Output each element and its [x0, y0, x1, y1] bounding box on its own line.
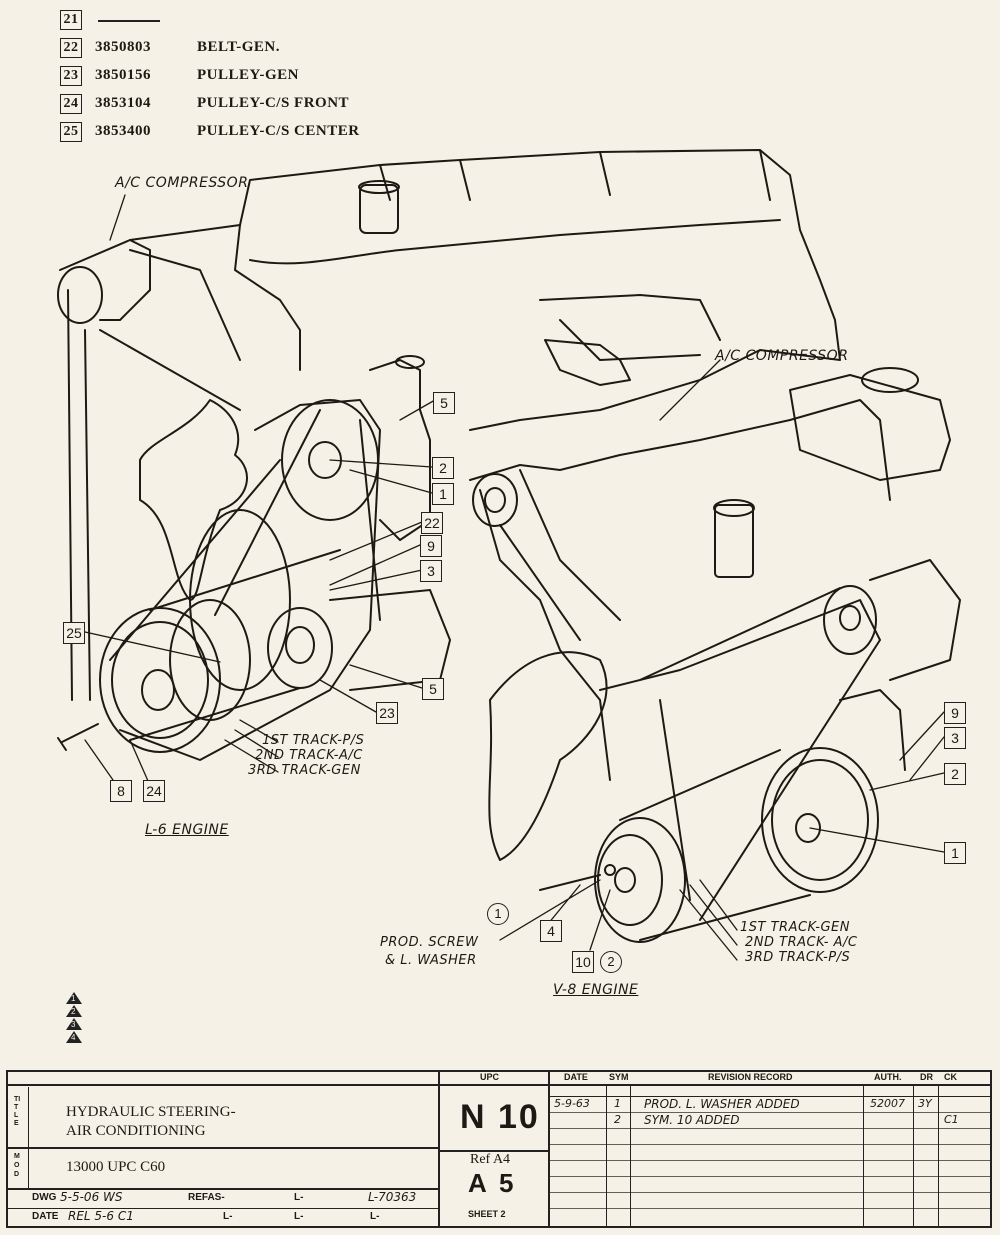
- revision-triangle-icon: 2: [66, 1005, 82, 1017]
- dwg-label: DWG: [32, 1192, 57, 1203]
- callout-tag: 3: [420, 560, 442, 582]
- rev-record: PROD. L. WASHER ADDED: [644, 1097, 800, 1111]
- part-number: 3853104: [95, 95, 151, 111]
- l6-engine-outline: [57, 149, 841, 761]
- callout-tag: 9: [420, 535, 442, 557]
- part-description: PULLEY-C/S CENTER: [197, 123, 360, 139]
- ref-value: A 5: [468, 1168, 517, 1198]
- engine-belt-drawing: [57, 149, 961, 961]
- v8-engine-label: V-8 ENGINE: [553, 982, 639, 998]
- part-description: PULLEY-C/S FRONT: [197, 95, 350, 111]
- rev-auth-header: AUTH.: [874, 1072, 902, 1082]
- l6-track-3: 3RD TRACK-GEN: [248, 763, 361, 778]
- rev-ck-header: CK: [944, 1072, 957, 1082]
- v8-track-1: 1ST TRACK-GEN: [740, 920, 850, 935]
- callout-tag: 4: [540, 920, 562, 942]
- callout-tag: 8: [110, 780, 132, 802]
- l-field-number: L-70363: [368, 1190, 417, 1204]
- rev-ck: C1: [944, 1113, 959, 1126]
- part-ref-number: 24: [60, 94, 82, 114]
- callout-tag: 10: [572, 951, 594, 973]
- l-field: L-: [223, 1211, 233, 1222]
- title-line-1: HYDRAULIC STEERING-: [66, 1104, 236, 1120]
- l-field: L-: [294, 1211, 304, 1222]
- rev-record: SYM. 10 ADDED: [644, 1113, 740, 1127]
- model-marker: MOD: [14, 1153, 20, 1178]
- rev-dr: 3Y: [918, 1097, 932, 1110]
- callout-tag: 25: [63, 622, 85, 644]
- upc-value: N 10: [460, 1098, 540, 1136]
- l-field: L-: [294, 1192, 304, 1203]
- title-marker: TITLE: [14, 1096, 21, 1127]
- callout-tag: 5: [433, 392, 455, 414]
- part-number: 3853400: [95, 123, 151, 139]
- circled-callout: 1: [487, 903, 509, 925]
- l6-engine-label: L-6 ENGINE: [145, 822, 229, 838]
- date-label: DATE: [32, 1211, 59, 1222]
- v8-track-3: 3RD TRACK-P/S: [745, 950, 851, 965]
- rev-date-header: DATE: [564, 1072, 588, 1082]
- callout-tag: 2: [944, 763, 966, 785]
- rev-auth: 52007: [870, 1097, 905, 1110]
- part-description: BELT-GEN.: [197, 39, 281, 55]
- revision-triangle-icon: 3: [66, 1018, 82, 1030]
- title-line-2: AIR CONDITIONING: [66, 1123, 206, 1139]
- callout-tag: 22: [421, 512, 443, 534]
- callout-tag: 3: [944, 727, 966, 749]
- part-ref-number: 23: [60, 66, 82, 86]
- rev-sym: 1: [614, 1097, 621, 1110]
- l-field: L-: [370, 1211, 380, 1222]
- part-number: 3850156: [95, 67, 151, 83]
- prod-screw-label: PROD. SCREW: [380, 935, 479, 950]
- part-blank-dash: [98, 20, 160, 22]
- revision-triangle-icon: 1: [66, 992, 82, 1004]
- rev-sym-header: SYM: [609, 1072, 629, 1082]
- part-ref-number: 25: [60, 122, 82, 142]
- rel-value: REL 5-6 C1: [68, 1209, 134, 1223]
- title-block: UPC DATE SYM REVISION RECORD AUTH. DR CK…: [6, 1070, 992, 1228]
- callout-tag: 1: [432, 483, 454, 505]
- callout-tag: 9: [944, 702, 966, 724]
- lock-washer-label: & L. WASHER: [385, 953, 477, 968]
- v8-engine-outline: [469, 339, 961, 943]
- upc-header: UPC: [480, 1072, 500, 1082]
- rev-sym: 2: [614, 1113, 621, 1126]
- l6-track-1: 1ST TRACK-P/S: [262, 733, 365, 748]
- rev-record-header: REVISION RECORD: [708, 1072, 793, 1082]
- ref-label: Ref A4: [470, 1152, 511, 1167]
- l6-track-2: 2ND TRACK-A/C: [255, 748, 363, 763]
- callout-tag: 5: [422, 678, 444, 700]
- v8-track-2: 2ND TRACK- A/C: [745, 935, 858, 950]
- rev-date: 5-9-63: [554, 1097, 590, 1110]
- refas-label: REFAS-: [188, 1192, 225, 1203]
- sheet-label: SHEET 2: [468, 1209, 506, 1219]
- part-ref-number: 21: [60, 10, 82, 30]
- rev-dr-header: DR: [920, 1072, 933, 1082]
- circled-callout: 2: [600, 951, 622, 973]
- model-value: 13000 UPC C60: [66, 1159, 166, 1175]
- callout-tag: 1: [944, 842, 966, 864]
- ac-compressor-label-v8: A/C COMPRESSOR: [715, 348, 849, 364]
- part-description: PULLEY-GEN: [197, 67, 299, 83]
- part-number: 3850803: [95, 39, 151, 55]
- callout-tag: 2: [432, 457, 454, 479]
- leader-lines: [84, 194, 945, 961]
- part-ref-number: 22: [60, 38, 82, 58]
- ac-compressor-label-l6: A/C COMPRESSOR: [115, 175, 249, 191]
- dwg-value: 5-5-06 WS: [60, 1190, 123, 1204]
- callout-tag: 23: [376, 702, 398, 724]
- callout-tag: 24: [143, 780, 165, 802]
- revision-triangle-icon: 4: [66, 1031, 82, 1043]
